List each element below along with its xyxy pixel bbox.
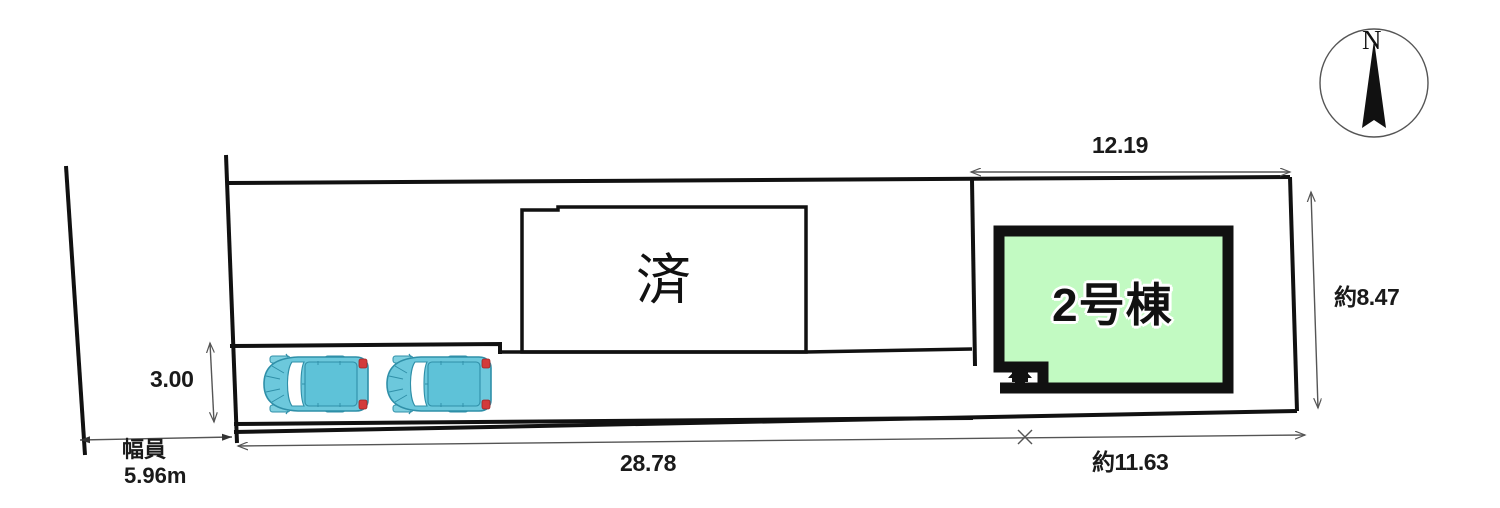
dimension-line-8-47 bbox=[1311, 192, 1318, 408]
parking-cars bbox=[263, 353, 492, 415]
dimension-label-8-47: 約8.47 bbox=[1334, 284, 1400, 310]
entrance-arrow-icon bbox=[1008, 365, 1032, 387]
lot-2-building bbox=[993, 225, 1234, 394]
lot-1-building bbox=[500, 205, 973, 354]
road-width-label-line2: 5.96m bbox=[124, 463, 187, 488]
dimension-label-3-00: 3.00 bbox=[150, 366, 194, 392]
dimension-label-11-63: 約11.63 bbox=[1092, 449, 1169, 475]
lot-1-building-label: 済 bbox=[636, 249, 692, 311]
lot-divider bbox=[970, 179, 977, 367]
lot-2-building-label: 2号棟 bbox=[1052, 279, 1173, 331]
dimension-tick-x bbox=[1017, 429, 1033, 445]
road-area bbox=[64, 165, 87, 456]
dimension-line-road-width bbox=[79, 433, 233, 444]
compass-north-label: N bbox=[1362, 25, 1382, 55]
dimension-line-bottom bbox=[238, 429, 1305, 446]
dimension-label-28-78: 28.78 bbox=[620, 450, 677, 476]
dimension-label-12-19: 12.19 bbox=[1092, 132, 1149, 158]
compass-rose bbox=[1319, 28, 1429, 138]
dimension-line-3-00 bbox=[210, 343, 214, 422]
road-width-label-line1: 幅員 bbox=[122, 437, 167, 462]
